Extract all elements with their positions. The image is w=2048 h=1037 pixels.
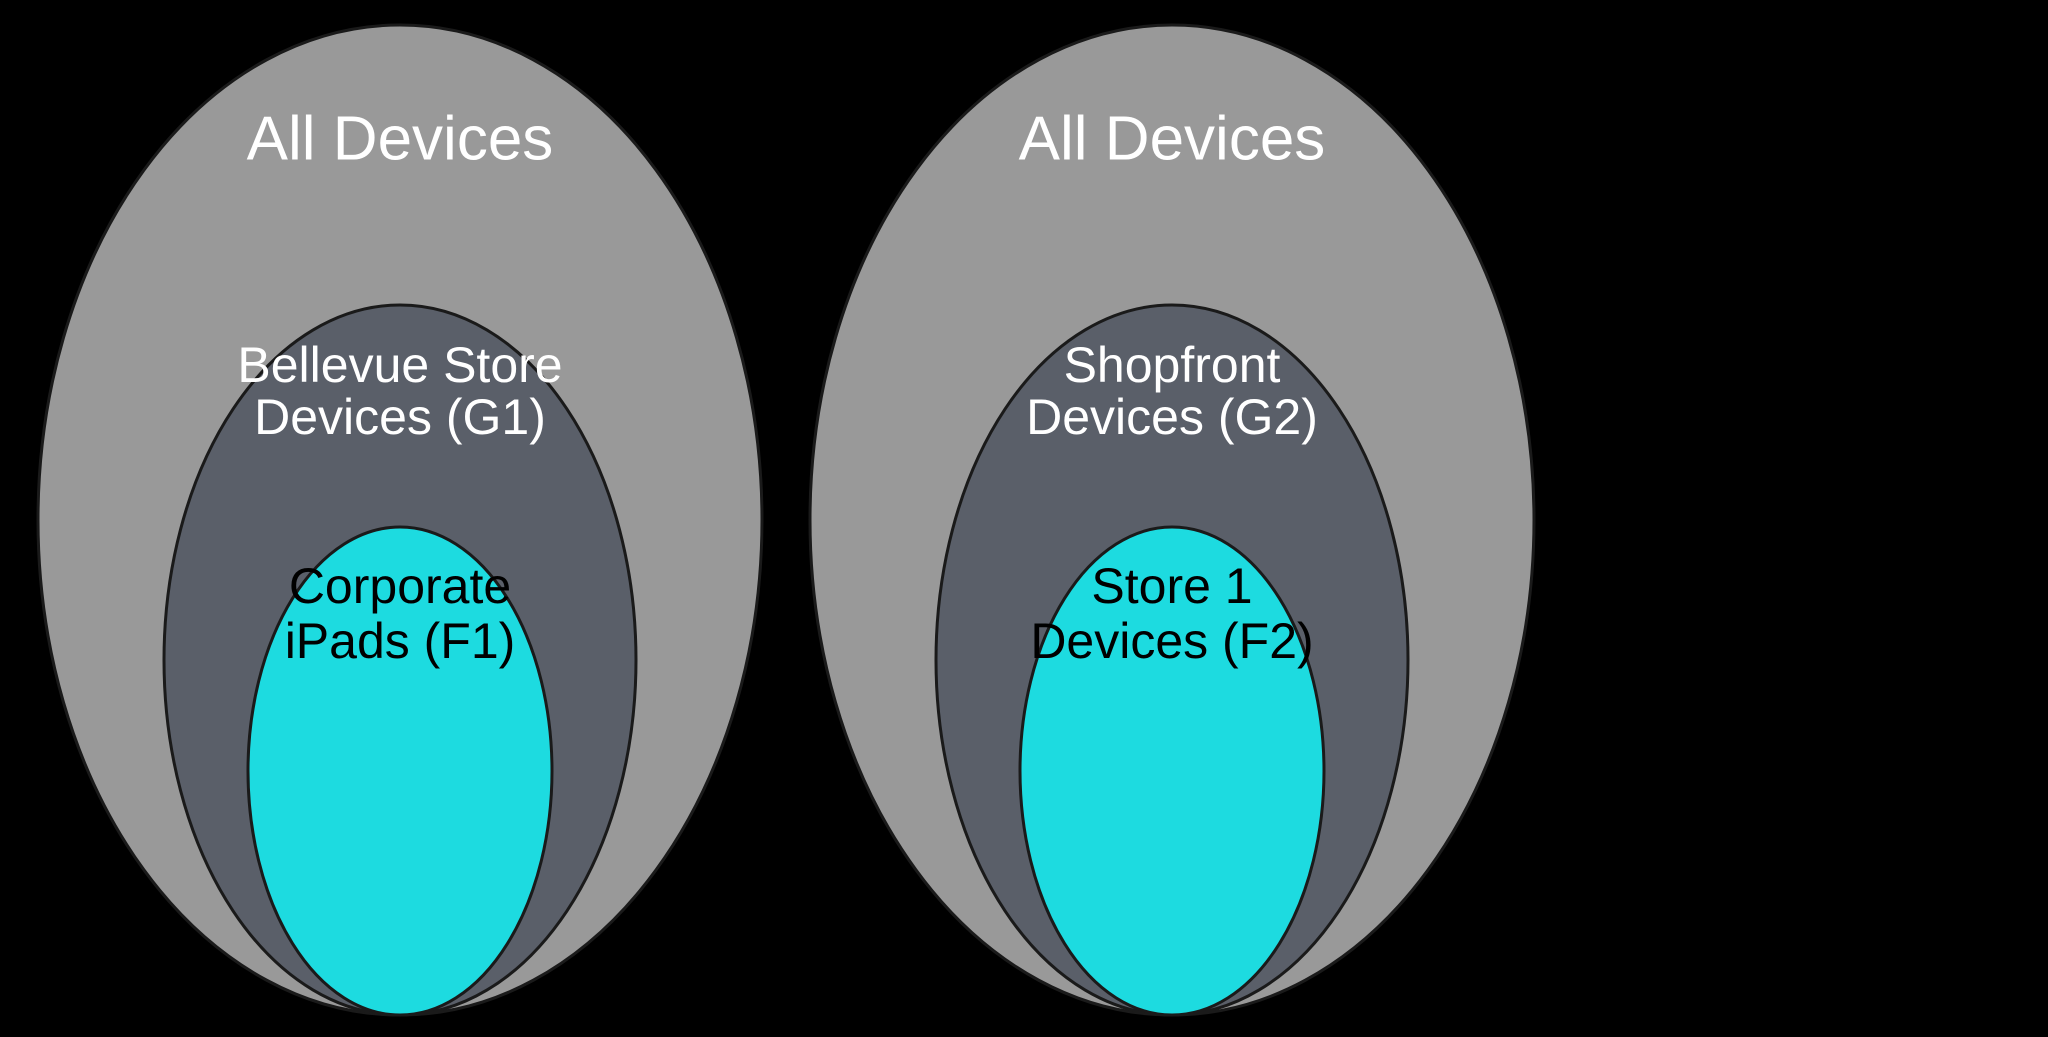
- left-middle-label-line2: Devices (G1): [254, 389, 546, 445]
- left-inner-circle-corporate-ipads[interactable]: [246, 525, 554, 1017]
- right-middle-label-line1: Shopfront: [1064, 337, 1281, 393]
- right-middle-label-line2: Devices (G2): [1026, 389, 1318, 445]
- right-outer-label: All Devices: [1019, 104, 1326, 173]
- right-inner-label-line1: Store 1: [1091, 558, 1252, 614]
- left-inner-label-line1: Corporate: [289, 558, 511, 614]
- right-inner-label-line2: Devices (F2): [1030, 613, 1313, 669]
- right-group: All Devices Shopfront Devices (G2) Store…: [808, 23, 1536, 1017]
- left-outer-label: All Devices: [247, 104, 554, 173]
- left-middle-label-line1: Bellevue Store: [237, 337, 562, 393]
- right-inner-circle-store-1-devices[interactable]: [1018, 525, 1326, 1017]
- left-group: All Devices Bellevue Store Devices (G1) …: [36, 23, 764, 1017]
- left-inner-label-line2: iPads (F1): [285, 613, 516, 669]
